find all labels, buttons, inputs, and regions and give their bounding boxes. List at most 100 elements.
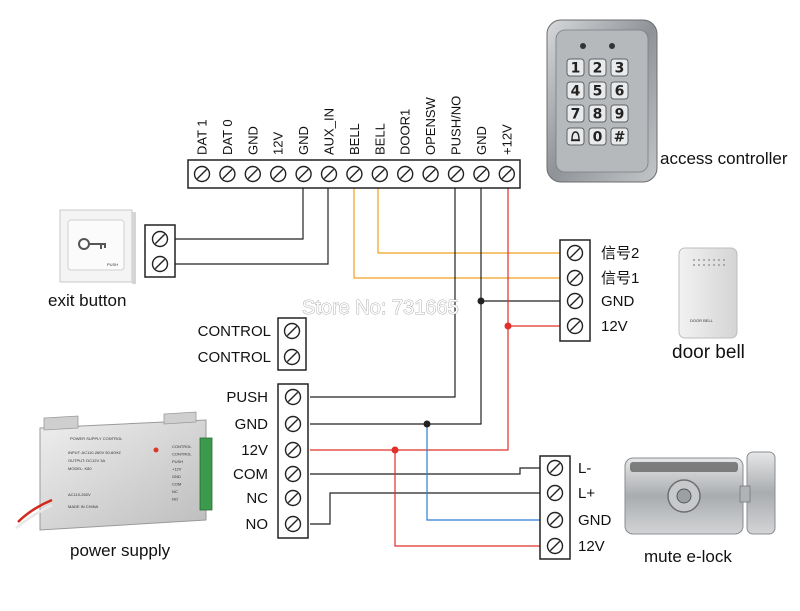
bell-terminal-label: GND — [601, 293, 635, 310]
speaker-grille-dot — [713, 259, 715, 261]
bell-terminal-label: 信号1 — [601, 270, 639, 287]
wire-12v — [310, 174, 509, 451]
ps-made: MADE IN CHINA — [68, 504, 99, 509]
keypad-key[interactable]: 5 — [588, 81, 607, 100]
terminal-screw-icon — [498, 165, 515, 183]
ps-terminal-label: 12V — [241, 442, 268, 459]
ps-terminal-label: COM — [233, 466, 268, 483]
keypad-key[interactable]: 9 — [610, 104, 629, 123]
terminal-screw-icon — [566, 244, 584, 262]
speaker-grille-dot — [698, 259, 700, 261]
terminal-screw-icon — [371, 165, 388, 183]
keypad-key[interactable]: 7 — [566, 104, 585, 123]
speaker-grille-dot — [703, 264, 705, 266]
indicator-led — [609, 43, 615, 49]
keypad-key[interactable]: 1 — [566, 58, 585, 77]
wire-bell-signal-2 — [377, 174, 560, 254]
wires — [175, 174, 560, 547]
controller-terminal-label: OPENSW — [423, 96, 438, 155]
ps-input: INPUT: AC110-260V 50-60HZ — [68, 450, 121, 455]
junction-dot — [504, 322, 512, 330]
ps-side-label: +12V — [172, 467, 182, 472]
indicator-led — [580, 43, 586, 49]
keypad-key[interactable] — [566, 127, 585, 146]
exit-plate-shadow — [132, 212, 136, 284]
ps-side-label: COM — [172, 482, 181, 487]
exit-plate-text: PUSH — [107, 262, 118, 267]
wire-no-lplus — [310, 492, 540, 525]
terminal-screw-icon — [546, 459, 564, 477]
terminal-screw-icon — [566, 292, 584, 310]
terminal-screw-icon — [397, 165, 414, 183]
terminal-screw-icon — [270, 165, 287, 183]
keypad-face — [555, 29, 649, 173]
bell-caption: door bell — [672, 342, 745, 363]
wire-lock-12v — [394, 450, 540, 547]
controller-terminal-label: GND — [296, 126, 311, 155]
junction-dot — [423, 420, 431, 428]
power-led — [153, 447, 159, 453]
wire-gnd — [310, 174, 482, 425]
keypad-key-label: 8 — [593, 107, 603, 123]
controller-terminal-label: DOOR1 — [398, 109, 413, 155]
ps-title: POWER SUPPLY CONTROL — [70, 436, 123, 441]
speaker-grille-dot — [708, 264, 710, 266]
lock-terminal-label: L+ — [578, 485, 595, 502]
ps-caption: power supply — [70, 541, 171, 560]
ps-side-label: PUSH — [172, 459, 183, 464]
keypad-key[interactable]: 3 — [610, 58, 629, 77]
terminal-screw-icon — [284, 388, 302, 406]
controller-terminal-label: DAT 0 — [220, 119, 235, 155]
ps-side-label: GND — [172, 474, 181, 479]
keypad-key-label: 6 — [615, 84, 625, 100]
terminal-screw-icon — [193, 165, 211, 183]
keypad-key[interactable]: 6 — [610, 81, 629, 100]
green-terminal-strip — [199, 437, 213, 511]
terminal-screw-icon — [244, 165, 262, 183]
ps-side-label: NO — [172, 497, 178, 502]
keypad-key-label: 9 — [615, 107, 625, 123]
terminal-screw-icon — [473, 165, 490, 183]
terminal-screw-icon — [283, 322, 301, 340]
lock-bolt — [739, 485, 751, 503]
speaker-grille-dot — [713, 264, 715, 266]
mount-tab — [163, 411, 197, 425]
ac-cable — [17, 498, 53, 523]
bell-terminal-label: 12V — [601, 318, 628, 335]
keypad-key[interactable]: 4 — [566, 81, 585, 100]
wire-lock-gnd — [426, 424, 540, 521]
keypad-key-label: 0 — [593, 130, 603, 146]
power-supply-box — [39, 419, 207, 531]
terminal-screw-icon — [284, 441, 302, 459]
terminal-screw-icon — [320, 165, 338, 183]
terminal-block — [277, 383, 309, 539]
keypad-key-label: 1 — [571, 61, 581, 77]
wire-push — [310, 174, 456, 398]
keypad-key[interactable]: 0 — [588, 127, 607, 146]
terminal-screw-icon — [284, 465, 302, 483]
lock-keeper — [746, 451, 776, 535]
controller-terminal-label: PUSH/NO — [449, 96, 464, 155]
keypad-key-label: 5 — [593, 84, 603, 100]
lock-keyhole-icon — [676, 488, 692, 504]
keypad-key[interactable]: # — [610, 127, 629, 146]
terminal-screw-icon — [284, 515, 302, 533]
lock-caption: mute e-lock — [644, 547, 732, 566]
controller-terminal-label: BELL — [347, 123, 362, 155]
controller-terminal-label: GND — [245, 126, 260, 155]
terminal-screw-icon — [219, 165, 236, 183]
speaker-grille-dot — [723, 264, 725, 266]
keypad-key[interactable]: 2 — [588, 58, 607, 77]
junction-dot — [391, 446, 399, 454]
keypad-key-label: 3 — [615, 61, 625, 77]
exit-caption: exit button — [48, 291, 126, 310]
speaker-grille-dot — [723, 259, 725, 261]
lock-top-bar — [630, 462, 738, 472]
keypad-key[interactable]: 8 — [588, 104, 607, 123]
